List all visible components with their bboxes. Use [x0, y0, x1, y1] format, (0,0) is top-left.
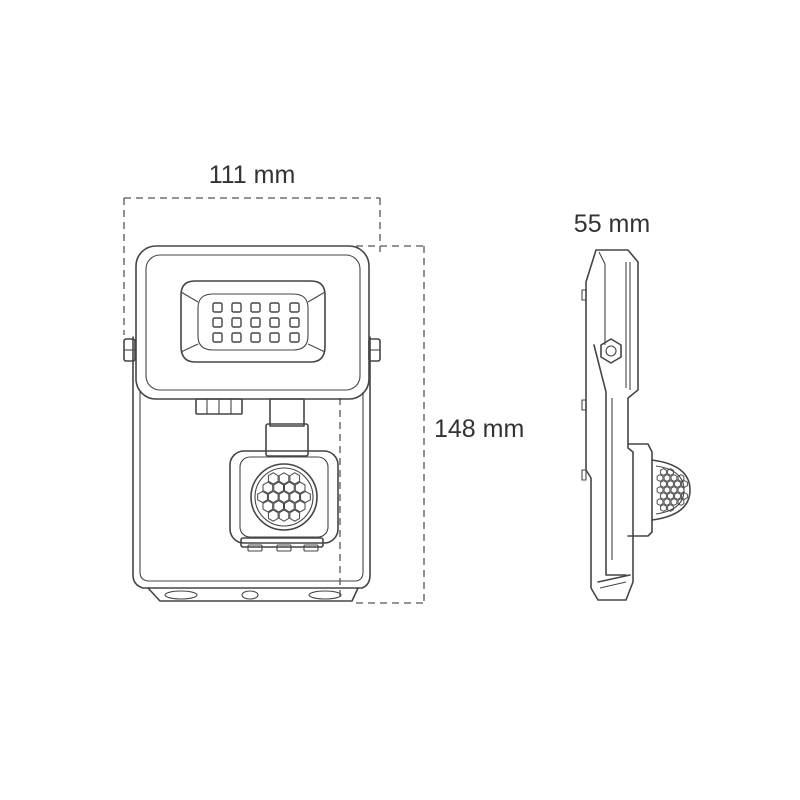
- side-dome-cell: [670, 498, 678, 506]
- side-dome-cell: [677, 486, 685, 494]
- side-dome-cell: [674, 480, 681, 488]
- pir-lens-cell: [289, 472, 301, 485]
- side-dome-cell: [656, 474, 664, 482]
- pir-lens-cell: [278, 472, 290, 485]
- side-dome-cell: [667, 468, 674, 476]
- pir-lens-cell: [273, 500, 284, 513]
- pir-lens-cell: [300, 490, 311, 504]
- side-dome-cell: [670, 474, 678, 482]
- pir-lens-cell: [267, 472, 279, 485]
- back-nub-mid: [581, 399, 587, 411]
- led-chip: [250, 317, 261, 328]
- led-chip-grid: [212, 302, 300, 343]
- side-dome-cell: [656, 498, 664, 506]
- lamp-housing: [135, 245, 370, 400]
- side-dome-cell: [667, 492, 674, 500]
- led-window: [180, 280, 326, 363]
- side-dome-cell: [660, 492, 667, 500]
- pir-lens-cell: [257, 490, 268, 504]
- mounting-slot-right: [308, 590, 342, 600]
- pir-lens: [250, 463, 318, 531]
- side-pir-dome: [651, 459, 691, 521]
- led-chip: [231, 317, 242, 328]
- led-chip: [231, 302, 242, 313]
- front-view: [123, 245, 381, 602]
- led-chip: [231, 332, 242, 343]
- pir-lens-cells: [257, 472, 311, 522]
- base-plate: [147, 587, 359, 602]
- led-chip: [212, 332, 223, 343]
- led-chip: [289, 332, 300, 343]
- led-chip: [289, 317, 300, 328]
- side-dome-cell: [677, 498, 685, 506]
- pir-lens-cell: [294, 481, 306, 494]
- side-dome-cell: [674, 492, 681, 500]
- side-dome-cell: [667, 480, 674, 488]
- side-body: [585, 249, 639, 601]
- side-dome-cell: [677, 474, 685, 482]
- side-view: [581, 249, 691, 601]
- side-dome-cell: [670, 486, 678, 494]
- back-nub-low: [581, 469, 587, 481]
- height-guide: [339, 245, 425, 604]
- side-dome-cell: [660, 504, 667, 512]
- pir-lens-cell: [267, 509, 279, 522]
- depth-label: 55 mm: [574, 210, 650, 238]
- lamp-bezel: [145, 254, 361, 391]
- led-chip: [269, 332, 280, 343]
- side-dome-cell: [660, 480, 667, 488]
- pir-lens-cell: [278, 509, 290, 522]
- pir-lens-cell: [284, 481, 295, 494]
- side-dome-cell: [656, 486, 664, 494]
- side-dome-cell: [681, 480, 688, 488]
- height-label: 148 mm: [434, 415, 524, 443]
- led-chip: [289, 302, 300, 313]
- pir-lens-cell: [273, 481, 284, 494]
- side-dome-cell: [660, 468, 667, 476]
- pir-lens-cell: [294, 500, 306, 513]
- pir-lens-cell: [289, 509, 301, 522]
- mounting-bracket: [132, 336, 371, 589]
- width-guide: [123, 197, 381, 335]
- side-dome-cell: [663, 474, 671, 482]
- led-chip: [269, 302, 280, 313]
- side-dome-cell: [663, 498, 671, 506]
- side-bracket: [593, 344, 627, 576]
- side-dome-cell: [681, 492, 688, 500]
- pir-lens-cell: [278, 490, 290, 504]
- pir-sensor-module: [229, 450, 339, 552]
- side-dome-cell: [663, 486, 671, 494]
- width-label: 111 mm: [209, 161, 296, 189]
- back-nub-top: [581, 289, 587, 301]
- side-knob-left: [123, 338, 136, 362]
- side-dome-cell: [667, 504, 674, 512]
- led-chip: [212, 302, 223, 313]
- pir-lens-cell: [289, 490, 301, 504]
- pir-lens-cell: [284, 500, 295, 513]
- pivot-bolt: [600, 338, 622, 364]
- pir-lens-cell: [262, 500, 274, 513]
- sensor-stem: [265, 398, 309, 457]
- led-chip: [269, 317, 280, 328]
- pir-lens-cell: [267, 490, 279, 504]
- led-chip: [250, 332, 261, 343]
- mounting-hole-center: [241, 590, 259, 600]
- pir-lens-cell: [262, 481, 274, 494]
- led-chip: [212, 317, 223, 328]
- mounting-slot-left: [164, 590, 198, 600]
- cable-gland: [195, 398, 243, 415]
- led-chip: [250, 302, 261, 313]
